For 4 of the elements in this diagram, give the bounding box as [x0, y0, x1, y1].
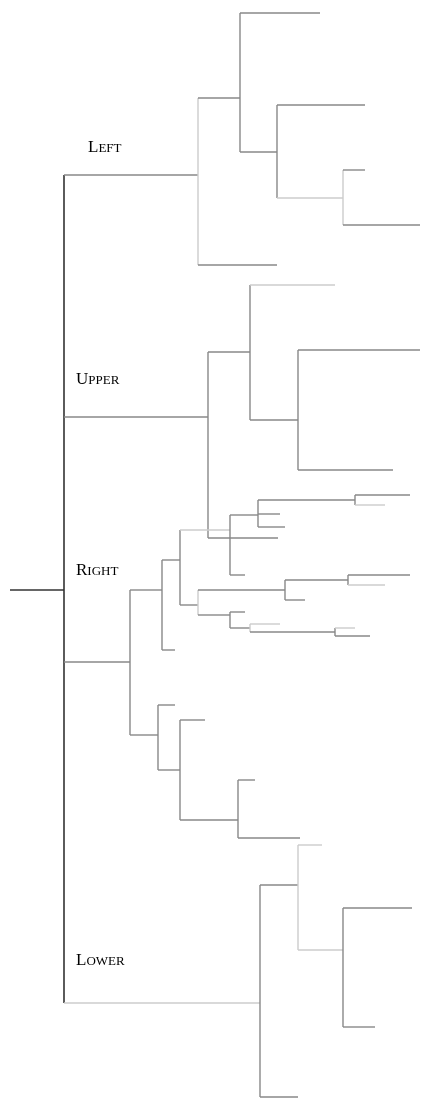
clade-label: LOWER — [76, 951, 125, 968]
clade-label: UPPER — [76, 370, 120, 387]
clade-label: RIGHT — [76, 561, 119, 578]
clade-label: LEFT — [88, 138, 122, 155]
